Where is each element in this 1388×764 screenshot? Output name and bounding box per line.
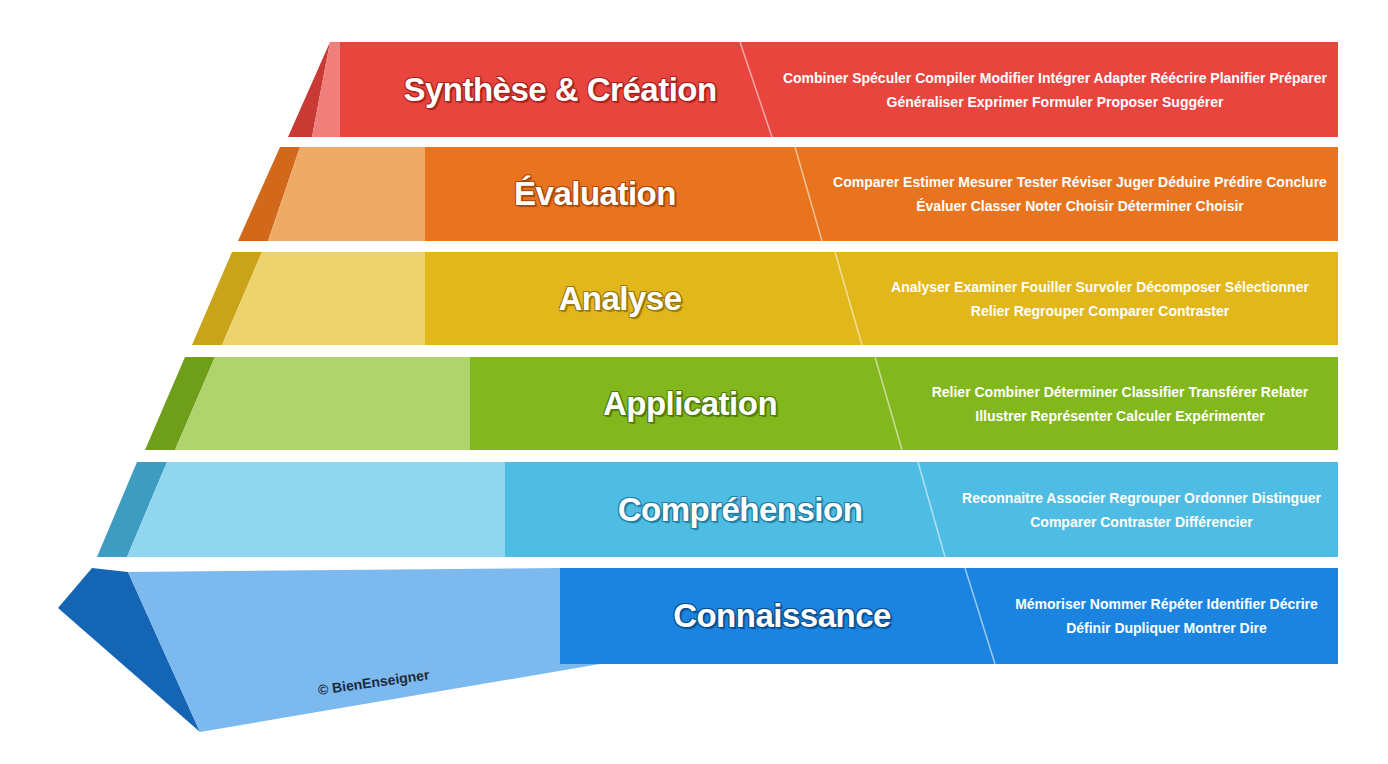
level-title: Connaissance [673, 597, 891, 635]
level-title: Analyse [558, 280, 681, 318]
watermark: © BienEnseigner [317, 666, 430, 697]
separator-line [740, 42, 772, 137]
pyramid-face [127, 462, 505, 557]
separator-line [965, 568, 995, 664]
pyramid-face [312, 42, 340, 137]
level-title: Synthèse & Création [403, 71, 716, 109]
level-band: Évaluation Comparer Estimer Mesurer Teste… [425, 147, 1338, 241]
pyramid-face [175, 357, 470, 450]
pyramid-face [222, 252, 425, 345]
level-band: Connaissance Mémoriser Nommer Répéter Ide… [560, 568, 1338, 664]
level-band: Synthèse & Création Combiner Spéculer Com… [340, 42, 1338, 137]
action-verbs: Relier Combiner Déterminer Classifier Tr… [910, 380, 1330, 428]
action-verbs: Mémoriser Nommer Répéter Identifier Décr… [1003, 592, 1330, 640]
action-verbs: Analyser Examiner Fouiller Survoler Déco… [870, 275, 1330, 323]
level-band: Application Relier Combiner Déterminer Cl… [470, 357, 1338, 450]
level-title: Application [603, 385, 777, 423]
pyramid-face [128, 568, 600, 732]
separator-line [835, 252, 862, 345]
separator-line [470, 357, 1338, 450]
action-verbs: Comparer Estimer Mesurer Tester Réviser … [830, 170, 1330, 218]
action-verbs: Reconnaitre Associer Regrouper Ordonner … [953, 486, 1330, 534]
level-band: Analyse Analyser Examiner Fouiller Survol… [425, 252, 1338, 345]
separator-line [918, 462, 945, 557]
separator-line [795, 147, 822, 241]
pyramid-face [268, 147, 425, 241]
level-title: Évaluation [514, 175, 676, 213]
action-verbs: Combiner Spéculer Compiler Modifier Inté… [780, 66, 1330, 114]
level-title: Compréhension [618, 491, 863, 529]
separator-line [875, 357, 902, 450]
level-band: Compréhension Reconnaitre Associer Regrou… [505, 462, 1338, 557]
